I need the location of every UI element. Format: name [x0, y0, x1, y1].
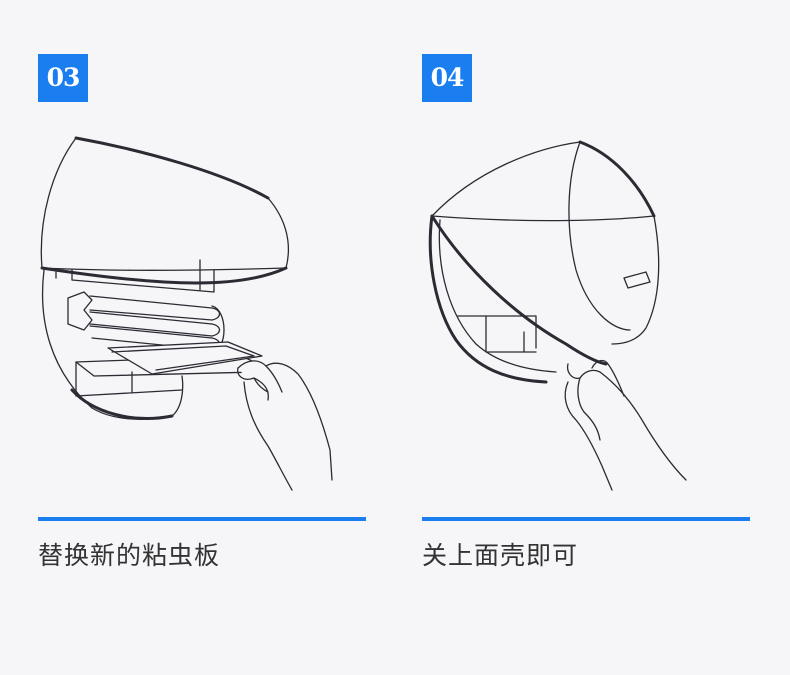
step-caption: 关上面壳即可: [422, 541, 579, 570]
step-03: 03: [38, 0, 368, 675]
step-caption: 替换新的粘虫板: [38, 541, 221, 570]
open-lamp-illustration: [32, 120, 362, 500]
step-divider: [422, 517, 750, 521]
step-04: 04: [422, 0, 752, 675]
step-divider: [38, 517, 366, 521]
closed-lamp-illustration: [416, 120, 746, 500]
step-number-badge: 04: [422, 54, 472, 102]
step-number-badge: 03: [38, 54, 88, 102]
